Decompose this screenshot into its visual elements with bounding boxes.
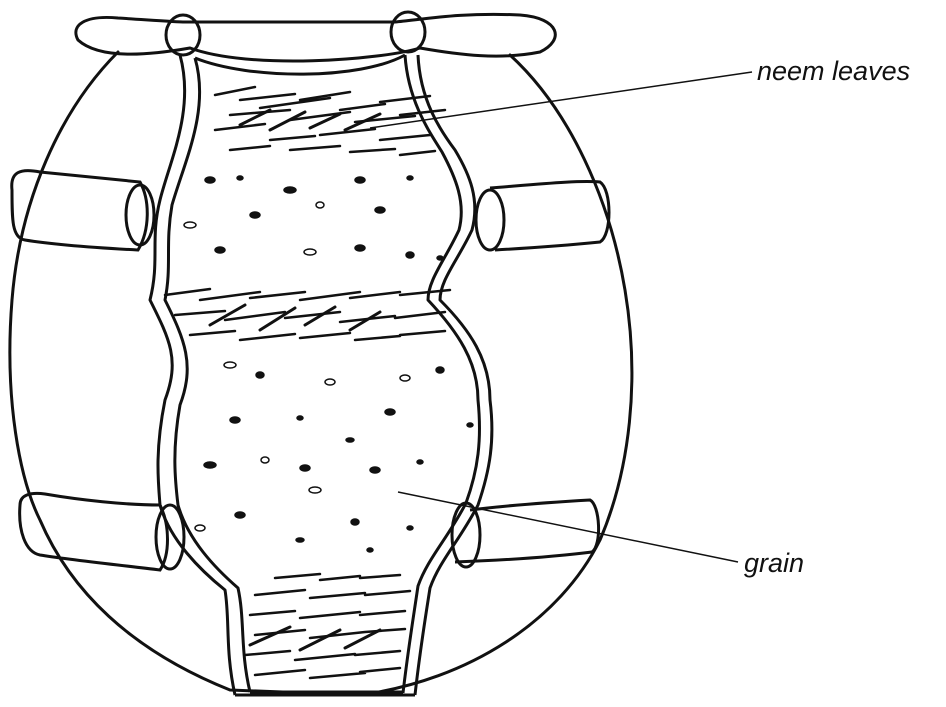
band-upper-right bbox=[476, 181, 609, 250]
grain-specks[interactable] bbox=[184, 176, 473, 552]
neem-leaves-top bbox=[215, 87, 445, 155]
leader-lines bbox=[370, 72, 752, 562]
label-neem-leaves: neem leaves bbox=[757, 58, 910, 85]
neem-leaves-middle bbox=[165, 289, 450, 340]
label-grain: grain bbox=[744, 550, 804, 577]
pot-cutaway-wall bbox=[150, 55, 492, 695]
neem-leaves-bottom bbox=[245, 574, 410, 678]
pot-outline bbox=[10, 12, 632, 695]
band-upper-left bbox=[12, 171, 154, 250]
